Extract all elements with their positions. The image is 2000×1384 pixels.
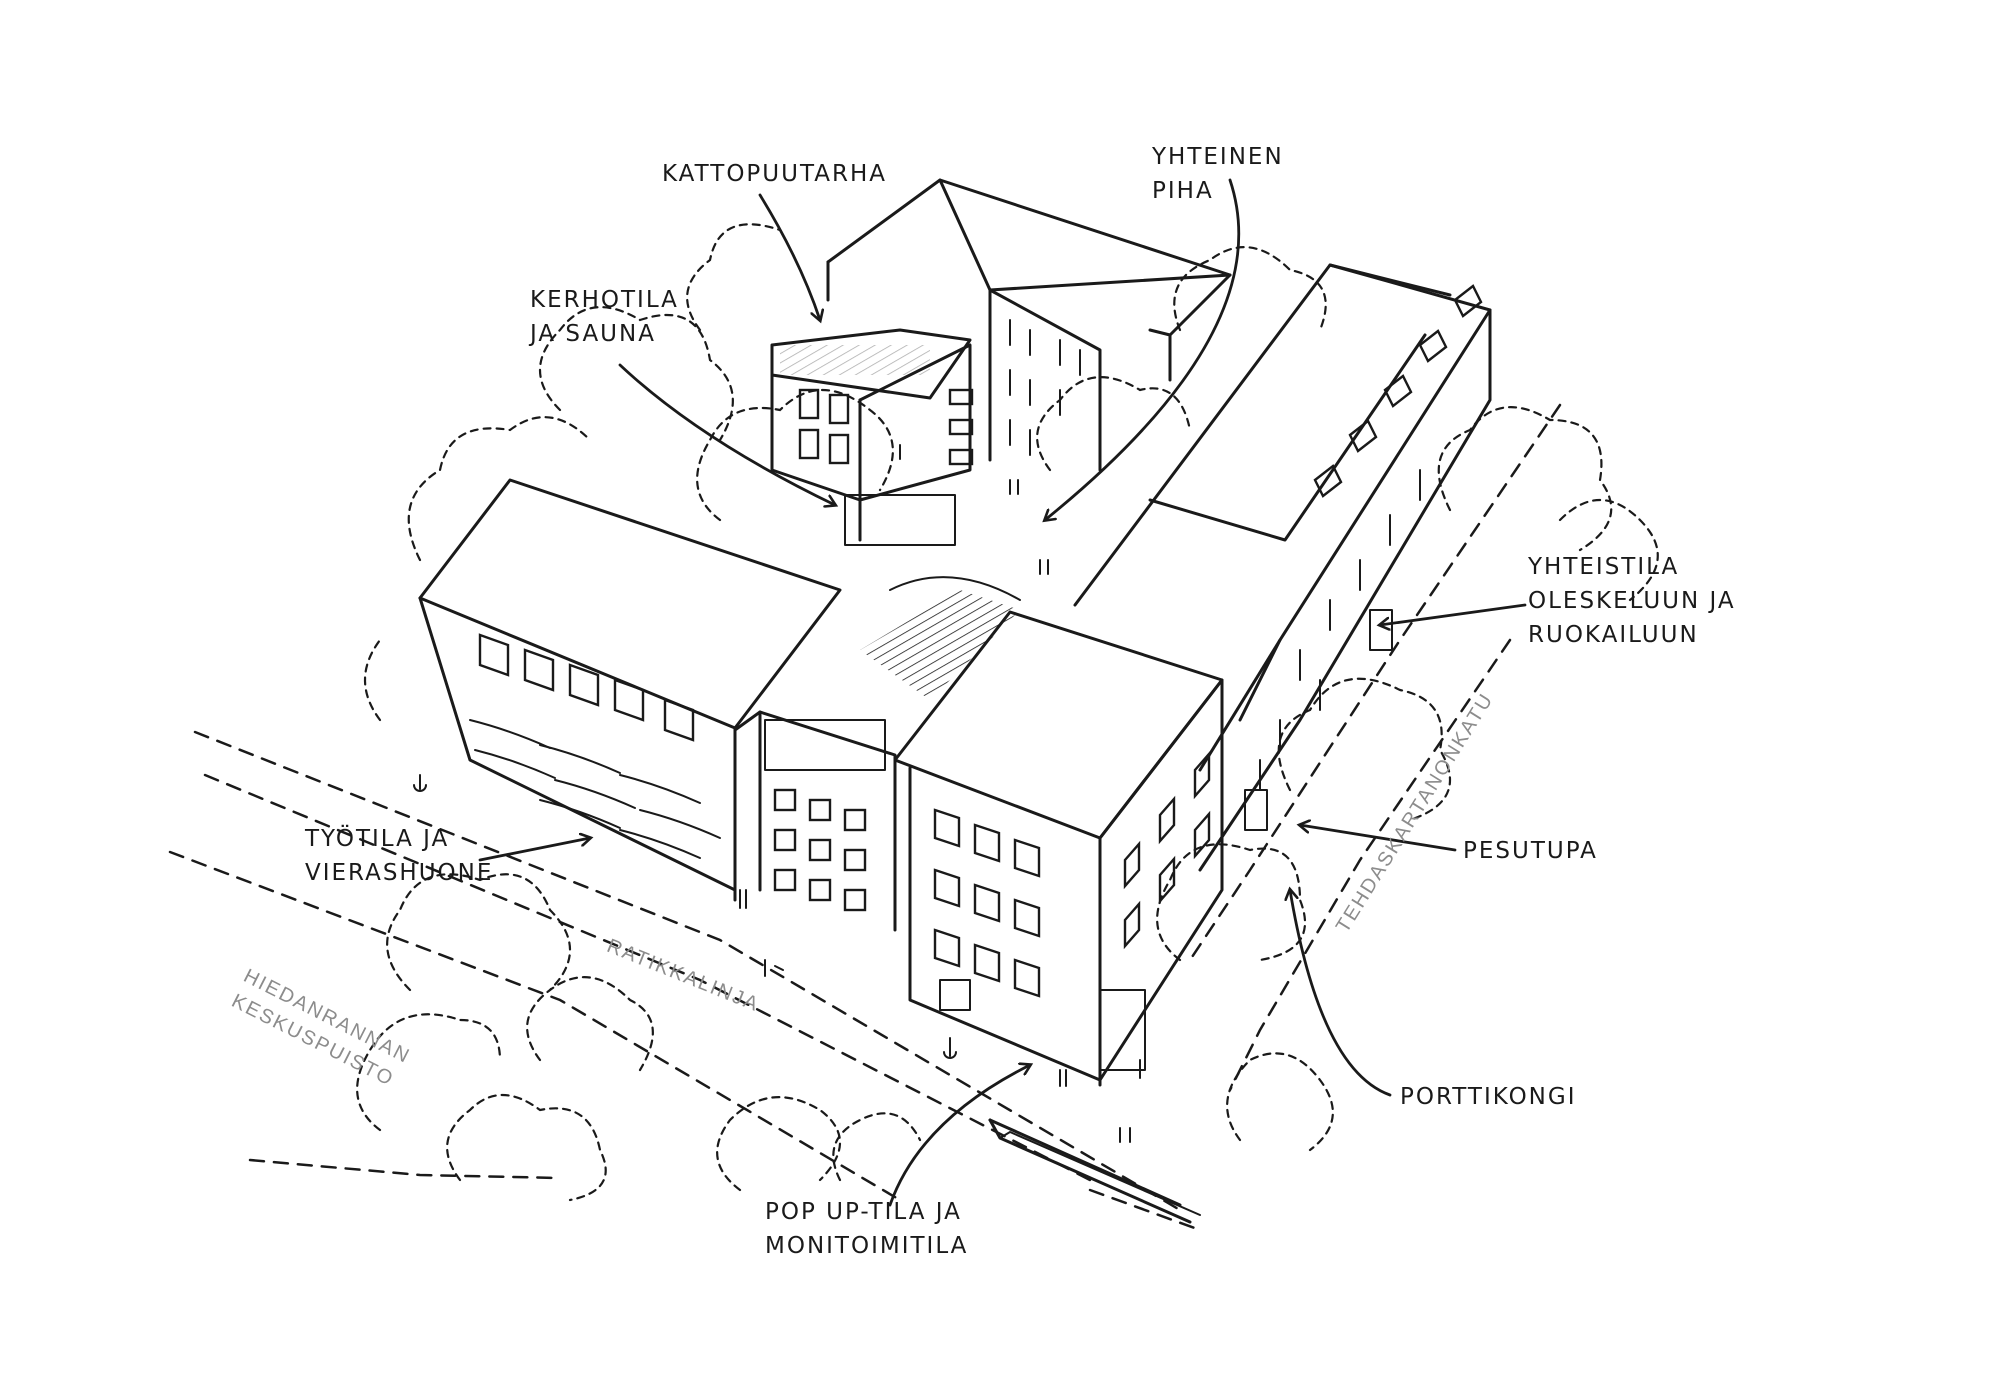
label-kerhotila-line1: KERHOTILA [530, 283, 679, 317]
label-pesutupa: PESUTUPA [1463, 834, 1598, 868]
courtyard [860, 577, 1020, 700]
label-popup-line1: POP UP-TILA JA [765, 1195, 968, 1229]
label-kattopuutarha: KATTOPUUTARHA [662, 157, 887, 191]
label-yhteistila-line1: YHTEISTILA [1528, 550, 1736, 584]
label-popup-line2: MONITOIMITILA [765, 1229, 968, 1263]
label-porttikongi: PORTTIKONGI [1400, 1080, 1577, 1114]
label-yhteistila-line3: RUOKAILUUN [1528, 618, 1736, 652]
middle-building [735, 712, 895, 930]
tram-tracks [990, 1120, 1200, 1222]
label-yhteistila-line2: OLESKELUUN JA [1528, 584, 1736, 618]
label-yhteinen-piha: YHTEINEN PIHA [1152, 140, 1284, 208]
label-popup-ja-monitoimitila: POP UP-TILA JA MONITOIMITILA [765, 1195, 968, 1263]
label-yhteistila: YHTEISTILA OLESKELUUN JA RUOKAILUUN [1528, 550, 1736, 652]
tower-with-roof-garden [772, 330, 972, 545]
label-yhteinen-piha-line2: PIHA [1152, 174, 1284, 208]
back-building [828, 180, 1230, 470]
label-tyotila-line2: VIERASHUONE [305, 856, 493, 890]
label-tyotila-line1: TYÖTILA JA [305, 822, 493, 856]
label-kerhotila-line2: JA SAUNA [530, 317, 679, 351]
trees [357, 224, 1658, 1200]
people-figures [414, 445, 1140, 1142]
label-tyotila-ja-vierashuone: TYÖTILA JA VIERASHUONE [305, 822, 493, 890]
label-kerhotila-ja-sauna: KERHOTILA JA SAUNA [530, 283, 679, 351]
label-yhteinen-piha-line1: YHTEINEN [1152, 140, 1284, 174]
